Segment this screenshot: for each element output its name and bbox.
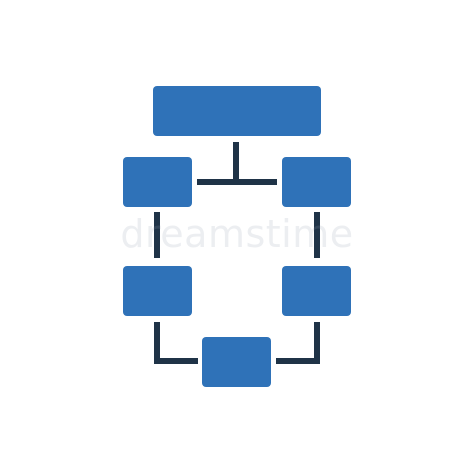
connector-lines <box>154 142 320 364</box>
connector-bottom-left-horizontal <box>154 358 198 364</box>
connector-bottom-left-vertical <box>154 322 160 364</box>
box-lower-right <box>282 266 351 316</box>
connector-bottom-right-horizontal <box>276 358 320 364</box>
flowchart-boxes <box>123 86 351 387</box>
box-upper-right <box>282 157 351 207</box>
box-upper-left <box>123 157 192 207</box>
box-bottom <box>202 337 271 387</box>
connector-left-vertical <box>154 212 160 258</box>
connector-bottom-right-vertical <box>314 322 320 364</box>
box-lower-left <box>123 266 192 316</box>
connector-upper-bar <box>197 179 277 185</box>
box-top <box>153 86 321 136</box>
connector-top-stem <box>233 142 239 182</box>
connector-right-vertical <box>314 212 320 258</box>
